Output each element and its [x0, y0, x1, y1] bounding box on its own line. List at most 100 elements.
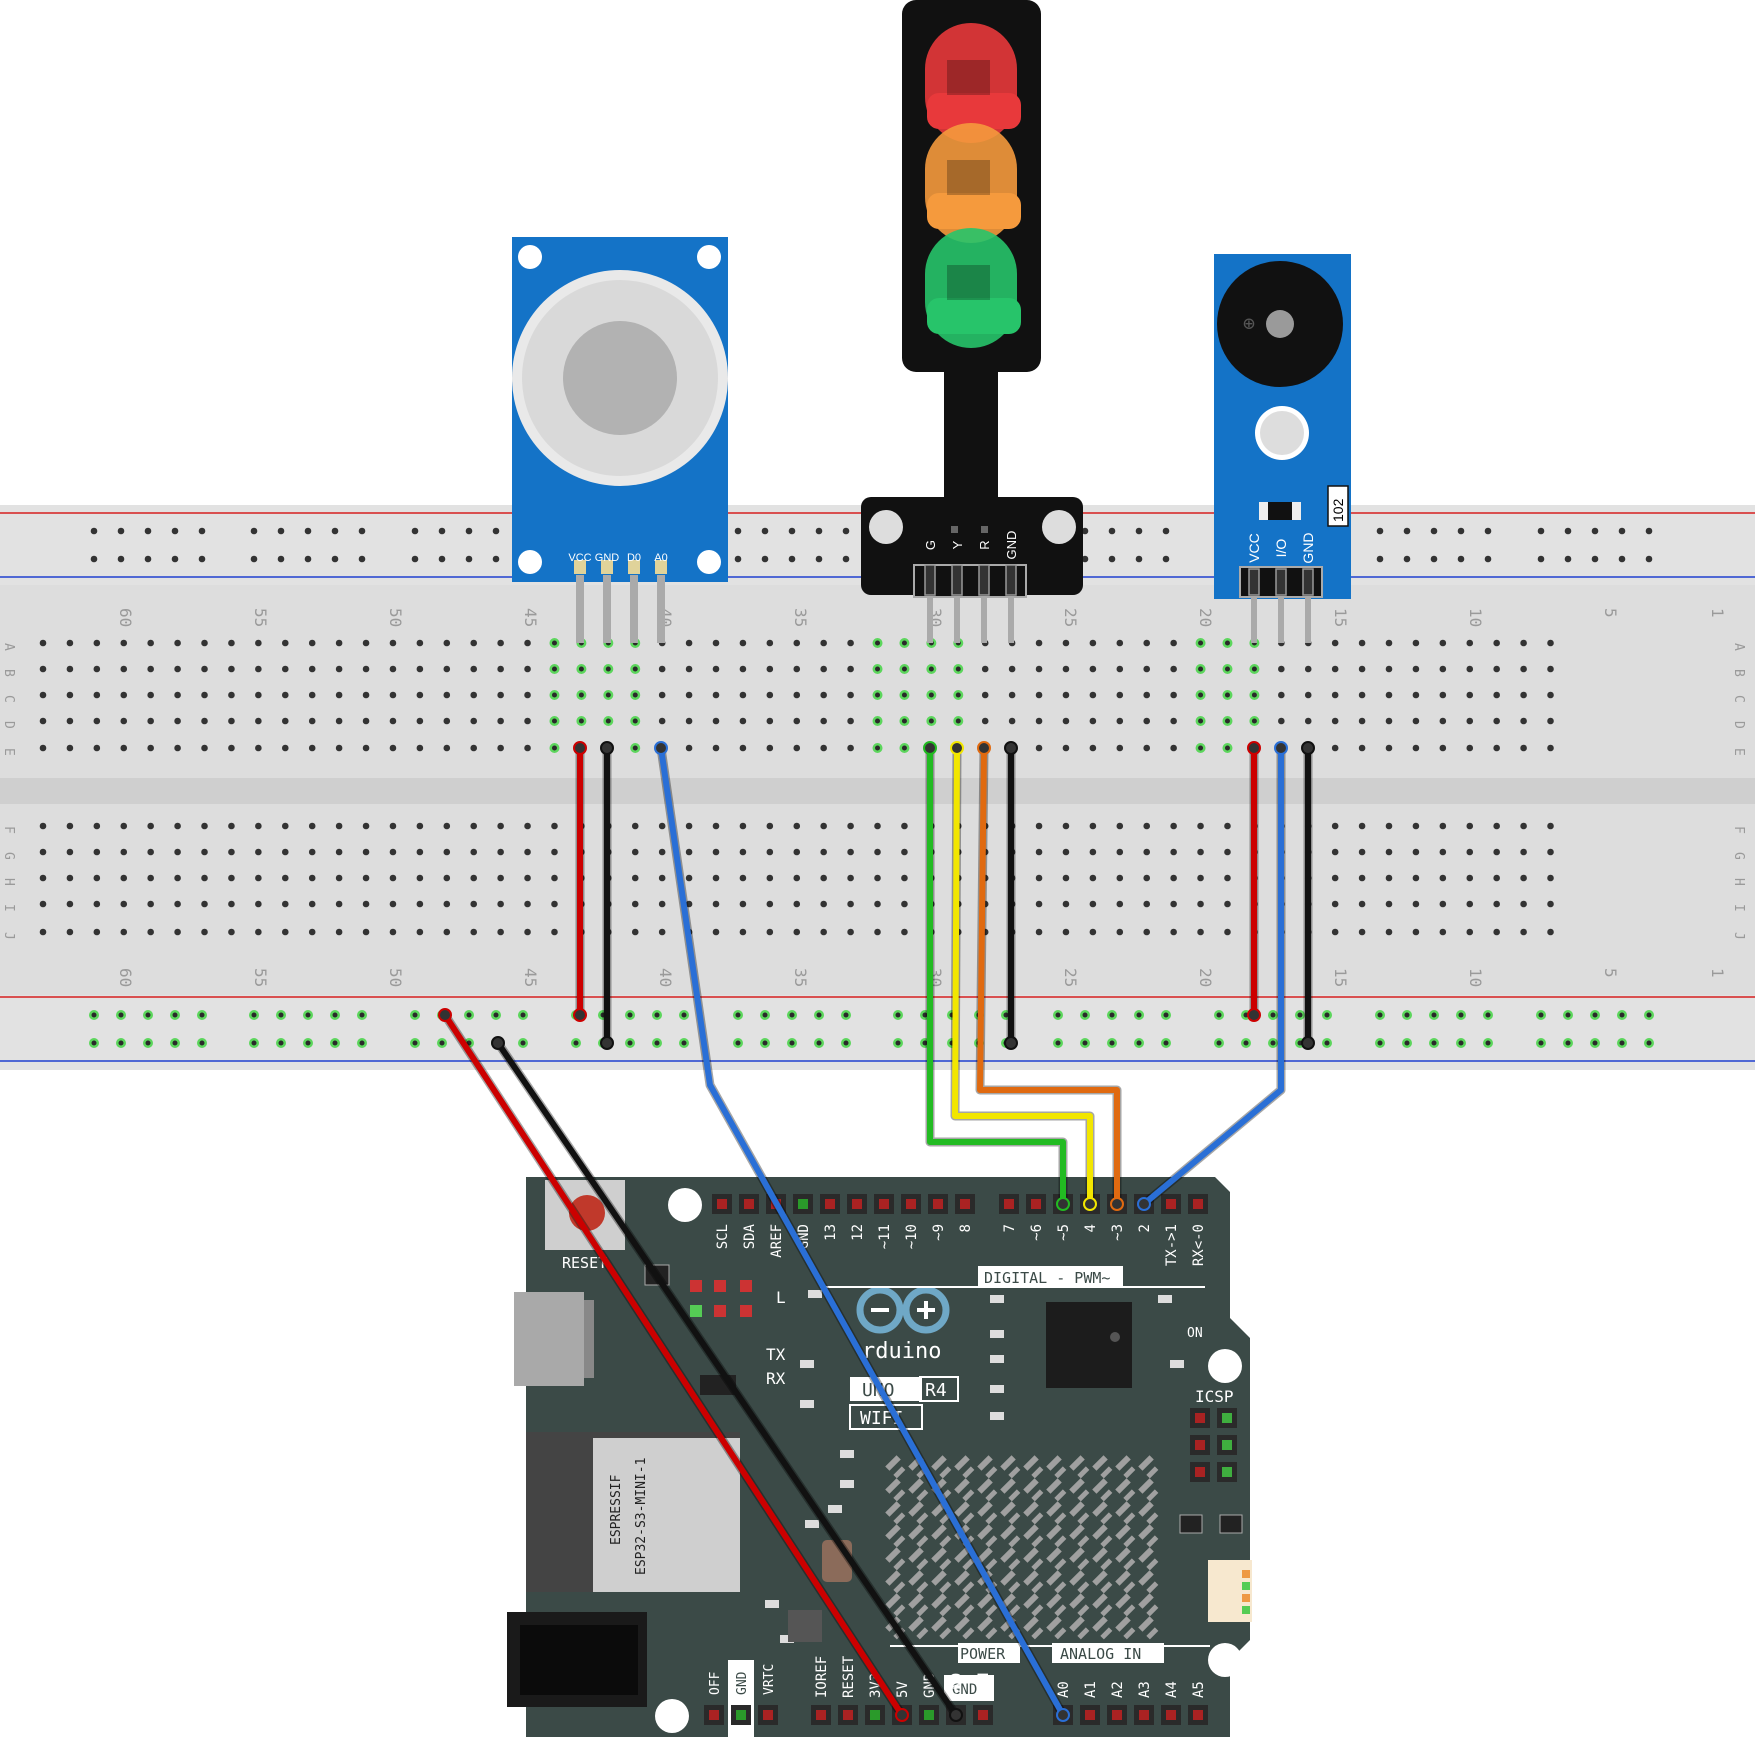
rail-hole [1537, 555, 1545, 563]
breadboard-hole-center [1198, 666, 1204, 672]
breadboard-hole [739, 928, 747, 936]
matrix-led [1000, 1524, 1016, 1540]
matrix-led [1100, 1558, 1113, 1571]
breadboard-hole [362, 900, 370, 908]
digital-pin-label: SCL [715, 1224, 731, 1249]
breadboard-hole [524, 744, 531, 752]
breadboard-hole [793, 848, 801, 856]
matrix-led [908, 1524, 924, 1540]
rail-hole-center [91, 1040, 97, 1046]
breadboard-hole [335, 848, 343, 856]
power-header-label-box [958, 1643, 1020, 1663]
breadboard-hole [820, 822, 827, 830]
traffic-light-pin-socket [924, 564, 936, 596]
rail-hole-center [1458, 1040, 1464, 1046]
breadboard-hole [362, 717, 370, 725]
breadboard-hole [497, 717, 504, 725]
traffic-light-lamp-rim [927, 193, 1021, 229]
matrix-led [893, 1604, 906, 1617]
breadboard-hole [1143, 900, 1151, 908]
breadboard-hole [1278, 717, 1285, 725]
breadboard-hole [66, 665, 74, 673]
breadboard-hole [1466, 874, 1474, 882]
rail-hole [1645, 527, 1653, 535]
rail-hole-center [1646, 1012, 1652, 1018]
breadboard-hole-center [1251, 692, 1257, 698]
wire-bz-io-end [1137, 1197, 1151, 1211]
breadboard-hole [281, 691, 289, 699]
rail-hole [842, 555, 850, 563]
breadboard-hole [470, 822, 478, 830]
breadboard-hole [389, 665, 397, 673]
breadboard-hole [766, 744, 774, 752]
matrix-led [916, 1581, 929, 1594]
breadboard-hole [847, 822, 854, 830]
breadboard-hole [1493, 639, 1500, 647]
breadboard-hole [1439, 744, 1447, 752]
header-pin [1195, 1440, 1205, 1450]
breadboard-hole [1143, 665, 1151, 673]
breadboard-hole [443, 744, 451, 752]
matrix-led [1023, 1616, 1039, 1632]
matrix-led [977, 1478, 993, 1494]
breadboard-hole [1170, 848, 1177, 856]
breadboard-hole [1412, 665, 1420, 673]
breadboard-hole [1035, 665, 1043, 673]
breadboard-hole [712, 665, 720, 673]
breadboard-hole [1547, 874, 1554, 882]
breadboard-hole-center [551, 666, 557, 672]
breadboard-hole [1116, 639, 1124, 647]
breadboard-hole-center [605, 666, 611, 672]
rail-hole-center [520, 1040, 526, 1046]
rail-hole [90, 555, 98, 563]
header-pin [1222, 1467, 1232, 1477]
breadboard-hole [685, 639, 693, 647]
breadboard-hole [308, 744, 316, 752]
breadboard-hole [685, 874, 693, 882]
breadboard-hole [1143, 639, 1151, 647]
rail-hole-center [1216, 1012, 1222, 1018]
breadboard-hole [1331, 822, 1339, 830]
breadboard-hole-center [1224, 718, 1230, 724]
matrix-led [908, 1616, 924, 1632]
breadboard-hole [120, 665, 128, 673]
breadboard-hole [1062, 900, 1070, 908]
icsp-label: ICSP [1195, 1387, 1234, 1406]
breadboard-hole [1385, 848, 1393, 856]
matrix-led [1069, 1455, 1085, 1471]
breadboard-hole-center [1224, 666, 1230, 672]
matrix-led [1008, 1604, 1021, 1617]
wire-tl-y-end [1083, 1197, 1097, 1211]
breadboard-hole [766, 639, 774, 647]
header-pin [960, 1199, 970, 1209]
status-led [740, 1280, 752, 1292]
header-pin [1222, 1440, 1232, 1450]
breadboard-hole [416, 744, 424, 752]
rail-hole-center [1216, 1040, 1222, 1046]
breadboard-hole [1116, 928, 1124, 936]
breadboard-hole [308, 639, 316, 647]
row-letter: J [1, 932, 16, 940]
rail-hole-center [895, 1040, 901, 1046]
breadboard-hole [712, 691, 720, 699]
breadboard-hole [497, 900, 504, 908]
rail-hole [250, 527, 258, 535]
breadboard-hole [1035, 848, 1043, 856]
icsp-header [1190, 1408, 1237, 1482]
rail-hole [761, 555, 769, 563]
breadboard-hole [281, 874, 289, 882]
row-letter: A [1, 643, 16, 651]
wire-5v-end [438, 1008, 452, 1022]
breadboard-hole-center [875, 692, 881, 698]
column-number: 45 [521, 608, 540, 627]
breadboard-hole [1547, 900, 1554, 908]
breadboard-hole [1116, 744, 1124, 752]
header-pin [1193, 1199, 1203, 1209]
breadboard-hole [658, 900, 666, 908]
matrix-led [1077, 1489, 1090, 1502]
buzzer-pin-leg [1278, 597, 1284, 643]
breadboard-hole [443, 900, 451, 908]
breadboard-hole [1278, 691, 1285, 699]
breadboard-hole [201, 848, 208, 856]
